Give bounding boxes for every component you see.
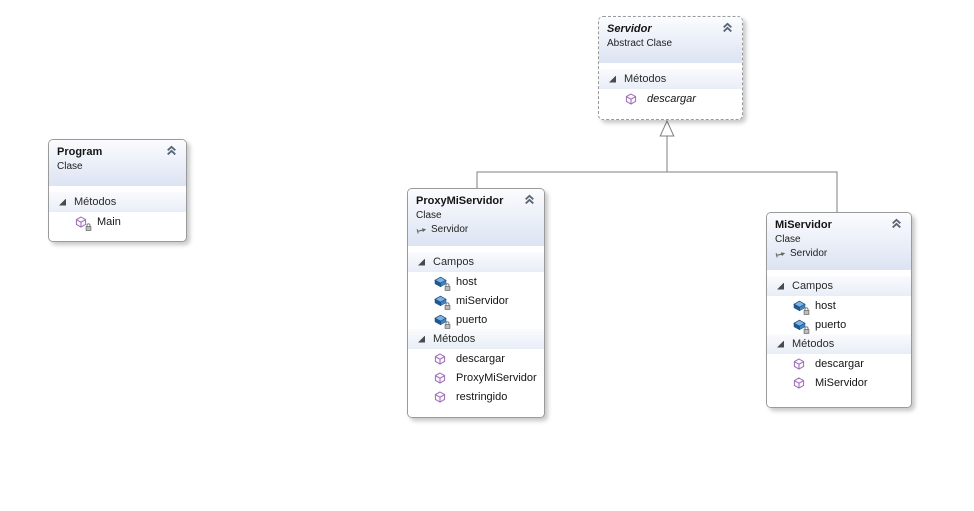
class-title: Program xyxy=(57,146,103,158)
method-icon xyxy=(434,391,447,403)
class-box-servidor[interactable]: Servidor Abstract Clase Métodos descarga… xyxy=(598,16,743,120)
lock-icon xyxy=(444,283,451,291)
box-padding xyxy=(767,392,911,407)
class-box-miservidor[interactable]: MiServidor Clase Servidor Campos host xyxy=(766,212,912,408)
member-descargar[interactable]: descargar xyxy=(767,354,911,373)
class-subtitle: Clase xyxy=(57,161,83,172)
class-box-program[interactable]: Program Clase Métodos Main xyxy=(48,139,187,242)
member-name: ProxyMiServidor xyxy=(456,371,537,384)
base-type-name: Servidor xyxy=(790,248,828,259)
private-field-icon xyxy=(434,314,447,326)
lock-icon xyxy=(803,307,810,315)
member-proxymiservidor-ctor[interactable]: ProxyMiServidor xyxy=(408,368,544,387)
section-metodos[interactable]: Métodos xyxy=(599,69,742,89)
member-name: restringido xyxy=(456,390,508,403)
base-type-row: Servidor xyxy=(416,223,536,236)
divider xyxy=(49,186,186,192)
inheritance-triangle-icon xyxy=(659,119,675,137)
member-main[interactable]: Main xyxy=(49,212,186,231)
class-title: ProxyMiServidor xyxy=(416,195,504,207)
section-label: Métodos xyxy=(792,338,835,350)
private-field-icon xyxy=(793,300,806,312)
lock-icon xyxy=(803,326,810,334)
box-padding xyxy=(49,231,186,241)
section-metodos[interactable]: Métodos xyxy=(49,192,186,212)
member-name: puerto xyxy=(815,318,847,331)
section-label: Métodos xyxy=(624,73,667,85)
class-subtitle: Clase xyxy=(416,210,442,221)
member-name: host xyxy=(456,275,477,288)
base-type-arrow-icon xyxy=(775,248,786,259)
member-puerto[interactable]: puerto xyxy=(767,315,911,334)
class-header: ProxyMiServidor Clase Servidor xyxy=(408,189,544,246)
lock-icon xyxy=(85,223,92,231)
divider xyxy=(599,63,742,69)
expander-icon[interactable] xyxy=(418,335,425,343)
section-label: Campos xyxy=(433,256,474,268)
class-header: Program Clase xyxy=(49,140,186,186)
method-icon xyxy=(434,353,447,365)
inheritance-connector-proxymiservidor[interactable] xyxy=(476,171,667,188)
expander-icon[interactable] xyxy=(418,258,425,266)
member-name: puerto xyxy=(456,313,488,326)
member-name: miServidor xyxy=(456,294,509,307)
collapse-chevron-icon[interactable] xyxy=(165,145,178,156)
base-type-arrow-icon xyxy=(416,224,427,235)
private-field-icon xyxy=(793,319,806,331)
member-host[interactable]: host xyxy=(767,296,911,315)
divider xyxy=(408,246,544,252)
section-campos[interactable]: Campos xyxy=(408,252,544,272)
lock-icon xyxy=(444,302,451,310)
expander-icon[interactable] xyxy=(609,75,616,83)
base-type-name: Servidor xyxy=(431,224,469,235)
expander-icon[interactable] xyxy=(59,198,66,206)
class-box-proxymiservidor[interactable]: ProxyMiServidor Clase Servidor Campos ho… xyxy=(407,188,545,418)
class-subtitle: Abstract Clase xyxy=(607,38,673,49)
member-name: descargar xyxy=(647,92,696,105)
class-title: MiServidor xyxy=(775,219,832,231)
class-title: Servidor xyxy=(607,23,652,35)
method-icon xyxy=(793,377,806,389)
section-label: Métodos xyxy=(74,196,117,208)
member-restringido[interactable]: restringido xyxy=(408,387,544,406)
section-campos[interactable]: Campos xyxy=(767,276,911,296)
private-method-icon xyxy=(75,216,88,228)
member-puerto[interactable]: puerto xyxy=(408,310,544,329)
private-field-icon xyxy=(434,276,447,288)
member-descargar[interactable]: descargar xyxy=(408,349,544,368)
method-icon xyxy=(625,93,638,105)
member-name: MiServidor xyxy=(815,376,868,389)
section-label: Campos xyxy=(792,280,833,292)
member-miservidor-ctor[interactable]: MiServidor xyxy=(767,373,911,392)
class-header: MiServidor Clase Servidor xyxy=(767,213,911,270)
inheritance-connector-miservidor[interactable] xyxy=(667,171,838,212)
member-name: Main xyxy=(97,215,121,228)
collapse-chevron-icon[interactable] xyxy=(890,218,903,229)
method-icon xyxy=(434,372,447,384)
member-name: descargar xyxy=(815,357,864,370)
section-metodos[interactable]: Métodos xyxy=(767,334,911,354)
member-miservidor-field[interactable]: miServidor xyxy=(408,291,544,310)
member-descargar[interactable]: descargar xyxy=(599,89,742,108)
section-metodos[interactable]: Métodos xyxy=(408,329,544,349)
class-subtitle: Clase xyxy=(775,234,801,245)
lock-icon xyxy=(444,321,451,329)
private-field-icon xyxy=(434,295,447,307)
base-type-row: Servidor xyxy=(775,247,903,260)
box-padding xyxy=(408,406,544,417)
expander-icon[interactable] xyxy=(777,282,784,290)
member-name: host xyxy=(815,299,836,312)
class-header: Servidor Abstract Clase xyxy=(599,17,742,63)
member-host[interactable]: host xyxy=(408,272,544,291)
box-padding xyxy=(599,108,742,119)
expander-icon[interactable] xyxy=(777,340,784,348)
member-name: descargar xyxy=(456,352,505,365)
section-label: Métodos xyxy=(433,333,476,345)
divider xyxy=(767,270,911,276)
collapse-chevron-icon[interactable] xyxy=(523,194,536,205)
collapse-chevron-icon[interactable] xyxy=(721,22,734,33)
method-icon xyxy=(793,358,806,370)
